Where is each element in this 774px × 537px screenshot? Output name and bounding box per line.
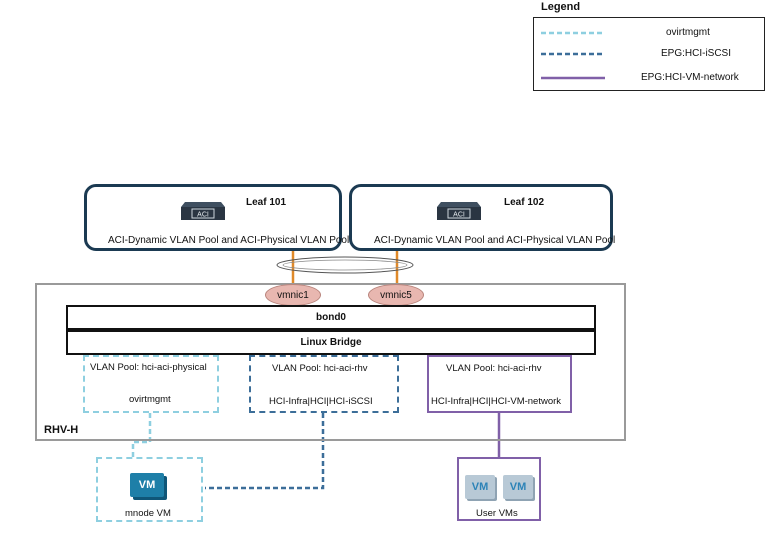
- switch-icon: ACI: [436, 198, 482, 222]
- legend-label-iscsi: EPG:HCI-iSCSI: [661, 48, 732, 59]
- user-vms-box: [457, 457, 541, 521]
- mnode-vm-label: mnode VM: [125, 508, 171, 519]
- leaf-101-pool: ACI-Dynamic VLAN Pool and ACI-Physical V…: [108, 235, 350, 246]
- link-iscsi: [205, 413, 325, 490]
- epg-hci-vm-network: HCI-Infra|HCI|HCI-VM-network: [431, 396, 562, 407]
- leaf-102-title: Leaf 102: [504, 197, 545, 208]
- leaf-102-pool: ACI-Dynamic VLAN Pool and ACI-Physical V…: [374, 235, 616, 246]
- switch-label: ACI: [197, 212, 209, 219]
- vlan-group-iscsi: [249, 355, 399, 413]
- bond0-bar: bond0: [66, 305, 596, 330]
- vmnic1-port: vmnic1: [265, 284, 321, 306]
- epg-ovirtmgmt: ovirtmgmt: [129, 394, 171, 405]
- vm-icon: VM: [130, 473, 164, 497]
- mnode-vm-box: [96, 457, 203, 522]
- legend-box: [533, 17, 765, 91]
- port-channel-ellipse-outer: [276, 256, 414, 274]
- user-vms-label: User VMs: [476, 508, 518, 519]
- legend-label-vm-network: EPG:HCI-VM-network: [641, 72, 739, 83]
- vlan-group-vm-network: [427, 355, 572, 413]
- linux-bridge-bar: Linux Bridge: [66, 330, 596, 355]
- legend-title: Legend: [541, 1, 581, 13]
- legend-label-ovirtmgmt: ovirtmgmt: [666, 27, 710, 38]
- switch-label: ACI: [453, 212, 465, 219]
- vlan-pool-physical: VLAN Pool: hci-aci-physical: [90, 362, 207, 373]
- vlan-pool-rhv-iscsi: VLAN Pool: hci-aci-rhv: [272, 363, 368, 374]
- vm-icon: VM: [503, 475, 533, 499]
- vmnic5-port: vmnic5: [368, 284, 424, 306]
- vlan-group-ovirtmgmt: [83, 355, 219, 413]
- vlan-pool-rhv-vm: VLAN Pool: hci-aci-rhv: [446, 363, 542, 374]
- leaf-101-title: Leaf 101: [246, 197, 287, 208]
- vm-icon: VM: [465, 475, 495, 499]
- port-channel-ellipse-inner: [282, 259, 408, 271]
- rhv-host-box: [35, 283, 626, 441]
- switch-icon: ACI: [180, 198, 226, 222]
- rhv-host-label: RHV-H: [44, 424, 79, 436]
- epg-hci-iscsi: HCI-Infra|HCI|HCI-iSCSI: [269, 396, 373, 407]
